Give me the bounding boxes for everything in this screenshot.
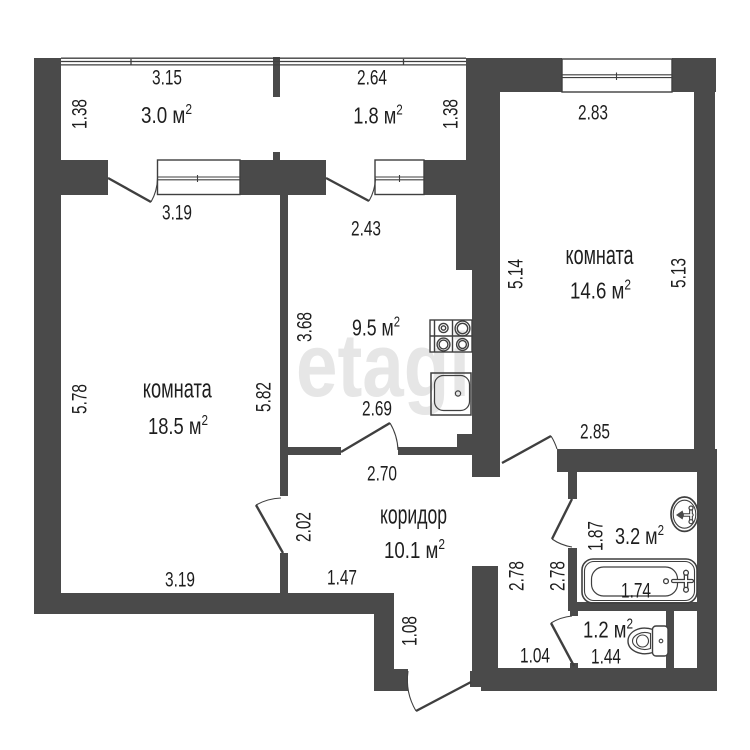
svg-text:2.02: 2.02 bbox=[292, 512, 316, 542]
svg-text:1.38: 1.38 bbox=[439, 99, 463, 129]
svg-text:3.15: 3.15 bbox=[152, 66, 182, 90]
svg-text:2.83: 2.83 bbox=[578, 101, 608, 125]
svg-text:5.78: 5.78 bbox=[68, 384, 92, 414]
svg-text:2.78: 2.78 bbox=[505, 561, 529, 591]
svg-text:10.1 м2: 10.1 м2 bbox=[384, 536, 445, 563]
svg-text:1.04: 1.04 bbox=[520, 644, 550, 668]
svg-text:2.85: 2.85 bbox=[580, 420, 610, 444]
svg-text:14.6 м2: 14.6 м2 bbox=[570, 277, 631, 304]
svg-text:2.64: 2.64 bbox=[357, 66, 387, 90]
svg-text:комната: комната bbox=[143, 373, 213, 403]
svg-text:3.68: 3.68 bbox=[293, 312, 317, 342]
svg-text:2.43: 2.43 bbox=[351, 217, 381, 241]
svg-text:1.08: 1.08 bbox=[398, 616, 422, 646]
svg-text:коридор: коридор bbox=[380, 500, 447, 530]
svg-text:2.70: 2.70 bbox=[367, 462, 397, 486]
svg-text:9.5 м2: 9.5 м2 bbox=[352, 314, 400, 341]
svg-text:1.74: 1.74 bbox=[621, 579, 651, 603]
svg-text:1.38: 1.38 bbox=[68, 99, 92, 129]
svg-text:1.2 м2: 1.2 м2 bbox=[583, 616, 633, 643]
svg-text:1.8 м2: 1.8 м2 bbox=[353, 102, 403, 129]
svg-text:18.5 м2: 18.5 м2 bbox=[148, 412, 208, 439]
svg-text:3.19: 3.19 bbox=[162, 201, 192, 225]
svg-text:1.87: 1.87 bbox=[584, 521, 608, 551]
svg-text:2.69: 2.69 bbox=[362, 397, 392, 421]
svg-text:3.0 м2: 3.0 м2 bbox=[141, 101, 192, 128]
svg-text:1.44: 1.44 bbox=[591, 645, 621, 669]
svg-text:5.14: 5.14 bbox=[504, 259, 528, 289]
svg-text:3.2 м2: 3.2 м2 bbox=[615, 522, 664, 549]
svg-text:комната: комната bbox=[566, 240, 635, 270]
svg-text:5.13: 5.13 bbox=[667, 258, 691, 288]
svg-text:3.19: 3.19 bbox=[165, 568, 195, 592]
svg-text:5.82: 5.82 bbox=[252, 382, 276, 412]
svg-text:1.47: 1.47 bbox=[327, 566, 357, 590]
svg-text:2.78: 2.78 bbox=[546, 561, 570, 591]
